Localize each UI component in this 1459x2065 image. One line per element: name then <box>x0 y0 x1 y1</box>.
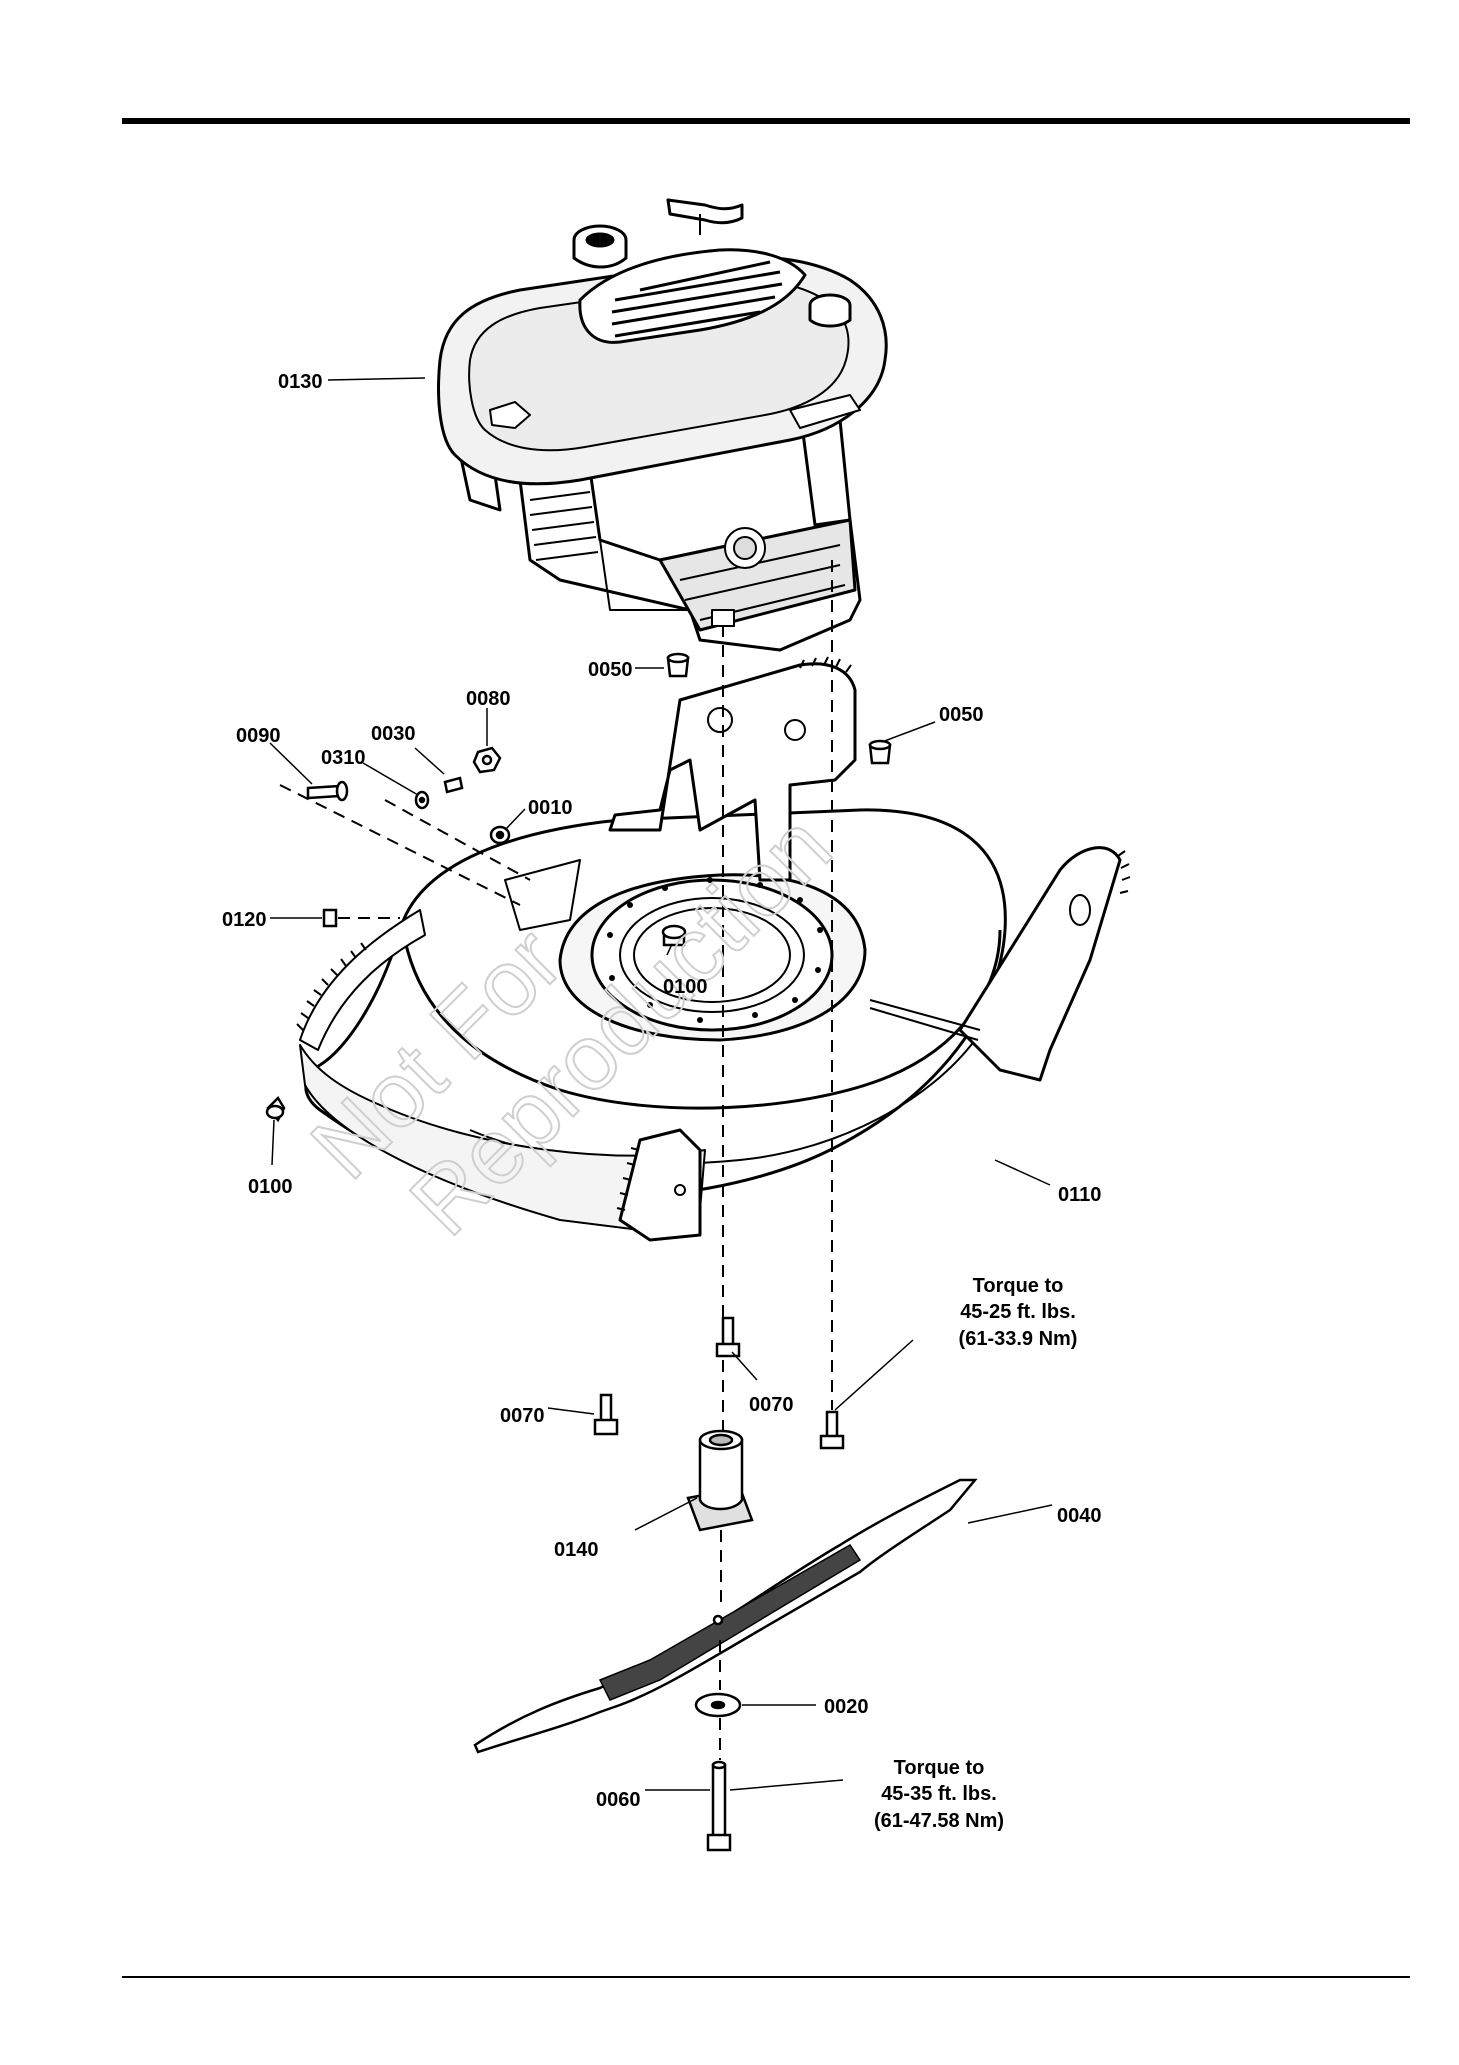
part-label-0130: 0130 <box>278 371 323 393</box>
svg-text:(61-33.9 Nm): (61-33.9 Nm) <box>959 1328 1078 1350</box>
svg-text:45-35 ft. lbs.: 45-35 ft. lbs. <box>881 1783 997 1805</box>
part-label-0030: 0030 <box>371 723 416 745</box>
part-label-0070-b: 0070 <box>749 1394 794 1416</box>
part-label-0050-b: 0050 <box>939 704 984 726</box>
torque-note-2: Torque to 45-35 ft. lbs. (61-47.58 Nm) <box>874 1757 1004 1832</box>
part-label-0140: 0140 <box>554 1539 599 1561</box>
part-label-0110: 0110 <box>1058 1184 1101 1206</box>
part-label-0120: 0120 <box>222 909 267 931</box>
svg-text:45-25 ft. lbs.: 45-25 ft. lbs. <box>960 1301 1076 1323</box>
engine-drawing <box>439 200 887 650</box>
svg-text:Torque to: Torque to <box>894 1757 985 1779</box>
part-label-0100-a: 0100 <box>663 976 708 998</box>
torque-note-1: Torque to 45-25 ft. lbs. (61-33.9 Nm) <box>959 1275 1078 1350</box>
part-label-0070-a: 0070 <box>500 1405 545 1427</box>
part-label-0100-b: 0100 <box>248 1176 293 1198</box>
svg-text:(61-47.58 Nm): (61-47.58 Nm) <box>874 1810 1004 1832</box>
part-label-0080: 0080 <box>466 688 511 710</box>
part-label-0040: 0040 <box>1057 1505 1102 1527</box>
part-label-0060: 0060 <box>596 1789 641 1811</box>
part-label-0020: 0020 <box>824 1696 869 1718</box>
svg-text:Torque to: Torque to <box>973 1275 1064 1297</box>
part-label-0010: 0010 <box>528 797 573 819</box>
part-label-0310: 0310 <box>321 747 366 769</box>
part-label-0050-a: 0050 <box>588 659 633 681</box>
part-label-0090: 0090 <box>236 725 281 747</box>
